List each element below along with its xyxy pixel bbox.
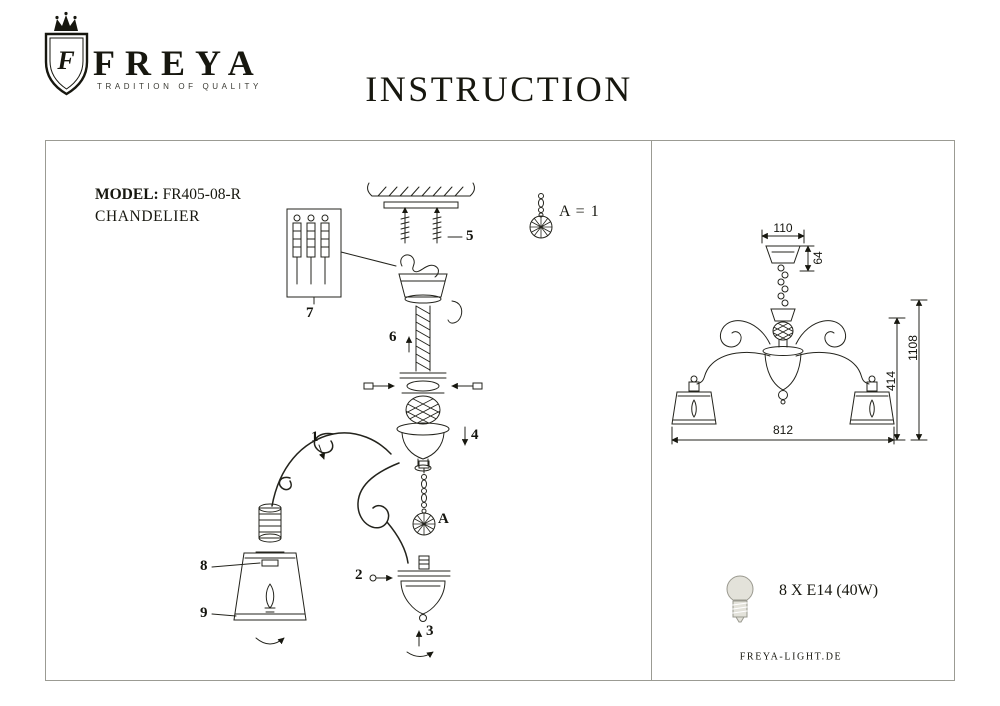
- bottom-finial: [369, 555, 451, 659]
- rotate-arrow-icon: [406, 651, 434, 659]
- product-type: CHANDELIER: [95, 208, 201, 225]
- bell-body: [396, 422, 469, 472]
- model-value: FR405-08-R: [162, 186, 241, 203]
- chain-section: [405, 305, 431, 372]
- chandelier-arm: [671, 320, 771, 425]
- dim-total-height: 1108: [906, 335, 920, 361]
- logo-shield-icon: [44, 32, 89, 96]
- callout-crystal: A: [438, 511, 449, 527]
- callout-1: 1: [311, 429, 319, 445]
- callout-2: 2: [355, 567, 363, 583]
- callout-7: 7: [306, 305, 314, 321]
- callout-6: 6: [389, 329, 397, 345]
- logo-crown-icon: [54, 11, 78, 31]
- ceiling-mount: [367, 182, 475, 244]
- content-frame: [45, 140, 955, 681]
- page-title: INSTRUCTION: [365, 69, 633, 109]
- crystal-sample: [529, 193, 553, 239]
- wire-and-canopy: [398, 254, 463, 324]
- callout-9: 9: [200, 605, 208, 621]
- dim-total-width: 812: [772, 423, 794, 437]
- brand-name: FREYA: [93, 43, 264, 83]
- rotate-arrow-icon: [255, 637, 285, 645]
- model-info: MODEL: FR405-08-R: [95, 186, 241, 204]
- website-text: FREYA-LIGHT.DE: [739, 651, 843, 663]
- brand-tagline: TRADITION OF QUALITY: [97, 82, 262, 91]
- spare-candles-box: [286, 208, 397, 305]
- crystal-count-note: A = 1: [559, 203, 600, 220]
- coupler: [363, 372, 483, 394]
- scroll-arm: [271, 432, 409, 564]
- dim-canopy-height: 64: [811, 251, 825, 265]
- crystal-chain: [412, 460, 436, 536]
- mount-screw-left: [400, 207, 410, 244]
- logo-monogram: F: [57, 46, 75, 75]
- callout-3: 3: [426, 623, 434, 639]
- model-label: MODEL:: [95, 186, 159, 203]
- dimension-drawing: [671, 229, 928, 445]
- dim-canopy-width: 110: [773, 221, 793, 235]
- callout-4: 4: [471, 427, 479, 443]
- bulb-spec: 8 X E14 (40W): [779, 582, 879, 599]
- hook-icon: [447, 300, 463, 324]
- bulb-icon: [726, 575, 754, 623]
- mount-screw-right: [432, 207, 442, 244]
- shade-assembly: [211, 503, 307, 645]
- callout-5: 5: [466, 228, 474, 244]
- dim-body-height: 414: [884, 370, 898, 392]
- panel-divider: [651, 141, 652, 680]
- callout-8: 8: [200, 558, 208, 574]
